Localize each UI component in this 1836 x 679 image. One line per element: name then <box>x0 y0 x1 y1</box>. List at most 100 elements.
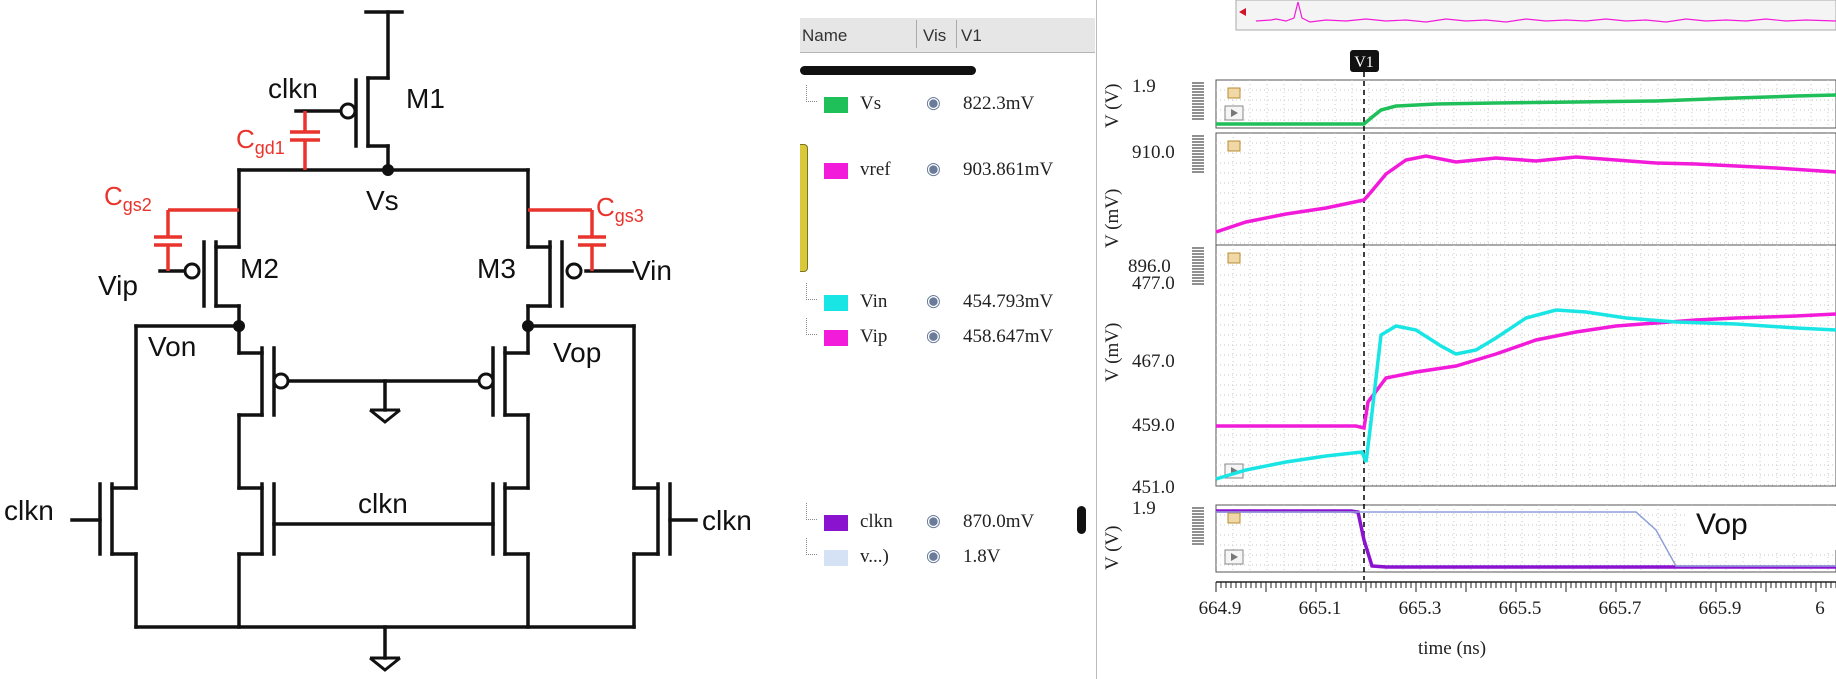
panel1-tick-top: 1.9 <box>1132 76 1156 97</box>
signal-value: 903.861mV <box>963 159 1054 180</box>
trace-clkn <box>1216 509 1836 569</box>
signal-row-vs[interactable]: Vs ◉ 822.3mV <box>800 85 1090 117</box>
signal-name: v...) <box>860 546 889 567</box>
x-tick-label: 665.7 <box>1599 598 1642 619</box>
x-tick-label: 665.1 <box>1299 598 1342 619</box>
header-vis[interactable]: Vis <box>923 26 947 45</box>
color-swatch <box>824 550 848 566</box>
x-axis-label: time (ns) <box>1418 638 1486 659</box>
lock-icon[interactable] <box>1227 512 1241 524</box>
label-m2: M2 <box>240 253 279 284</box>
pmos-bubbles <box>183 102 583 390</box>
header-name[interactable]: Name <box>802 26 848 45</box>
panel2-tick-bottom: 896.0 <box>1128 256 1171 277</box>
trace-vs <box>1216 93 1836 126</box>
panel2-tick-top: 910.0 <box>1132 142 1175 163</box>
label-vop: Vop <box>553 337 601 368</box>
visibility-eye-icon[interactable]: ◉ <box>926 159 941 178</box>
lock-icon[interactable] <box>1227 87 1241 99</box>
x-tick-label: 665.5 <box>1499 598 1542 619</box>
signal-row-clkn[interactable]: clkn ◉ 870.0mV <box>800 503 1090 535</box>
label-vin: Vin <box>632 255 672 286</box>
label-cgs3: Cgs3 <box>596 192 644 226</box>
label-clkn-right: clkn <box>702 505 752 536</box>
trace-vin <box>1215 308 1836 481</box>
panel4-tick-top: 1.9 <box>1132 498 1156 519</box>
signal-row-vip[interactable]: Vip ◉ 458.647mV <box>800 318 1090 350</box>
cursor-tag-label: V1 <box>1354 54 1374 71</box>
visibility-eye-icon[interactable]: ◉ <box>926 291 941 310</box>
panel2-ylabel: V (mV) <box>1102 189 1123 248</box>
panel4-ylabel: V (V) <box>1102 525 1123 570</box>
signal-name: Vs <box>860 93 882 114</box>
lock-icon[interactable] <box>1227 252 1241 264</box>
scroll-thumb[interactable] <box>1077 506 1086 534</box>
panel3-tick-467: 467.0 <box>1132 351 1175 372</box>
signal-name: vref <box>860 159 891 180</box>
overview-left-arrow[interactable] <box>1239 8 1246 16</box>
panel1-ylabel: V (V) <box>1102 83 1123 128</box>
x-tick-label: 665.3 <box>1399 598 1442 619</box>
visibility-eye-icon[interactable]: ◉ <box>926 511 941 530</box>
visibility-eye-icon[interactable]: ◉ <box>926 326 941 345</box>
signal-value: 870.0mV <box>963 511 1035 532</box>
x-axis: 664.9 665.1 665.3 665.5 665.7 665.9 6 <box>1199 581 1836 619</box>
signal-value: 1.8V <box>963 546 1001 567</box>
signal-name: Vip <box>860 326 888 347</box>
x-tick-label: 665.9 <box>1699 598 1742 619</box>
overview-trace <box>1255 1 1836 23</box>
panel-3[interactable] <box>1192 244 1836 487</box>
lock-icon[interactable] <box>1227 140 1241 152</box>
node-von <box>233 320 245 332</box>
label-vs: Vs <box>366 185 399 216</box>
ground-symbols <box>369 408 401 672</box>
panel3-ylabel: V (mV) <box>1102 323 1123 382</box>
visibility-eye-icon[interactable]: ◉ <box>926 546 941 565</box>
horizontal-scrollbar[interactable] <box>800 66 976 75</box>
x-tick-label: 664.9 <box>1199 598 1242 619</box>
trace-vref <box>1215 154 1836 234</box>
schematic-wires <box>70 10 698 660</box>
trace-v <box>1216 511 1836 567</box>
signal-name: Vin <box>860 291 888 312</box>
signal-value: 822.3mV <box>963 93 1035 114</box>
label-clkn-mid: clkn <box>358 488 408 519</box>
panel3-tick-459: 459.0 <box>1132 415 1175 436</box>
header-v1[interactable]: V1 <box>961 26 982 45</box>
signal-row-vref[interactable]: vref ◉ 903.861mV <box>800 157 1090 183</box>
cursor-tag[interactable] <box>1350 50 1379 72</box>
overlay-vop: Vop <box>1696 508 1748 541</box>
overview-strip[interactable] <box>1235 0 1836 31</box>
color-swatch <box>824 163 848 179</box>
visibility-eye-icon[interactable]: ◉ <box>926 93 941 112</box>
signal-value: 454.793mV <box>963 291 1054 312</box>
trace-vip <box>1216 312 1836 431</box>
waveform-plot-area: V1 Vop V (V) 1.9 V (mV) 910.0 896.0 V (m… <box>1102 0 1836 659</box>
x-tick-label: 6 <box>1815 598 1825 619</box>
color-swatch <box>824 295 848 311</box>
signal-browser: Name Vis V1 Vs ◉ 822.3mV vref ◉ 903.861m… <box>800 0 1097 679</box>
label-von: Von <box>148 331 196 362</box>
node-vs <box>382 164 394 176</box>
color-swatch <box>824 97 848 113</box>
label-clkn-top: clkn <box>268 73 318 104</box>
panels <box>1192 79 1836 573</box>
panel-1[interactable] <box>1192 79 1836 129</box>
signal-row-vin[interactable]: Vin ◉ 454.793mV <box>800 283 1090 315</box>
signal-row-v[interactable]: v...) ◉ 1.8V <box>800 538 1090 570</box>
panel3-tick-477: 477.0 <box>1132 273 1175 294</box>
label-cgd1: Cgd1 <box>236 124 285 158</box>
color-swatch <box>824 330 848 346</box>
signal-table-header: Name Vis V1 <box>800 18 1095 53</box>
label-vip: Vip <box>98 270 138 301</box>
signal-value: 458.647mV <box>963 326 1054 347</box>
overlay-box <box>1688 506 1836 550</box>
node-vop <box>522 320 534 332</box>
traces <box>1215 93 1836 569</box>
panel3-tick-451: 451.0 <box>1132 477 1175 498</box>
parasitic-capacitors <box>154 111 606 271</box>
label-cgs2: Cgs2 <box>104 181 152 215</box>
waveform-viewer: Name Vis V1 Vs ◉ 822.3mV vref ◉ 903.861m… <box>800 0 1836 679</box>
side-handle[interactable] <box>800 144 808 272</box>
label-m1: M1 <box>406 83 445 114</box>
